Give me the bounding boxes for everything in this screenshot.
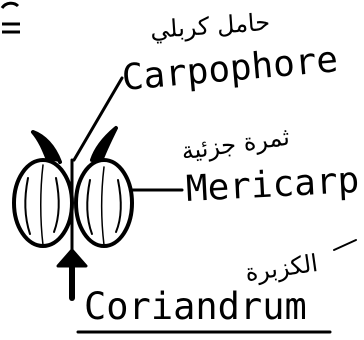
right-stylopod <box>90 126 118 166</box>
corner-mark <box>0 1 20 34</box>
left-stylopod <box>31 130 62 164</box>
right-mericarp <box>74 158 134 248</box>
carpophore-leader-line <box>72 76 124 162</box>
left-mericarp <box>12 158 74 248</box>
mericarp-label: Mericarp <box>184 159 361 210</box>
genus-label: Coriandrum <box>84 285 307 328</box>
